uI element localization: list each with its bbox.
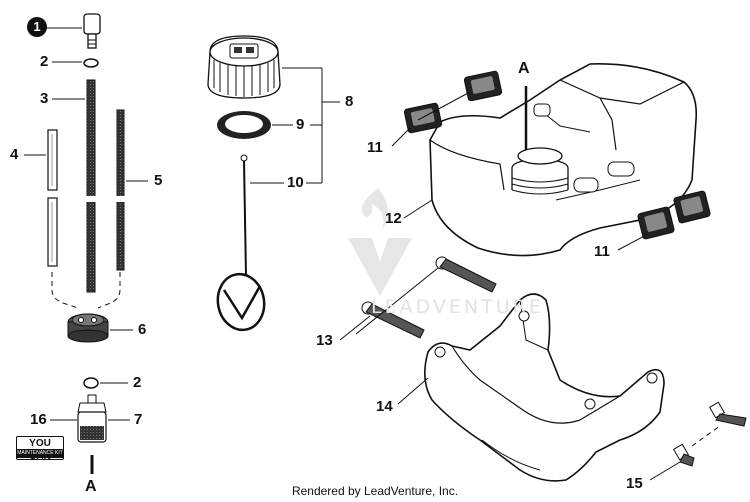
reference-a-bottom: A bbox=[85, 478, 97, 495]
callout-15: 15 bbox=[626, 475, 643, 492]
callout-13: 13 bbox=[316, 332, 333, 349]
callout-5: 5 bbox=[154, 172, 163, 189]
callout-1-badge: 1 bbox=[27, 17, 47, 37]
callout-11a: 11 bbox=[367, 139, 383, 156]
part-11-pads-top bbox=[403, 70, 503, 134]
part-8-fuel-cap bbox=[207, 35, 281, 99]
callout-11b: 11 bbox=[594, 243, 610, 260]
part-12-fuel-tank bbox=[429, 63, 698, 257]
bracket-8 bbox=[250, 67, 340, 184]
leader-lines-left bbox=[24, 27, 148, 421]
callout-6: 6 bbox=[138, 321, 147, 338]
part-7-filter bbox=[77, 394, 107, 443]
render-credit: Rendered by LeadVenture, Inc. bbox=[291, 484, 459, 498]
part-11-pads-bottom bbox=[637, 190, 711, 240]
callout-14: 14 bbox=[376, 398, 393, 415]
part-4-tube bbox=[47, 129, 58, 267]
callout-12: 12 bbox=[385, 210, 402, 227]
callout-4: 4 bbox=[10, 146, 19, 163]
maintenance-kit-badge: YOU CAN MAINTENANCE KIT bbox=[16, 436, 64, 462]
kit-badge-sub-text: MAINTENANCE KIT bbox=[17, 449, 63, 458]
callout-2b: 2 bbox=[133, 374, 142, 391]
part-2-oring-bottom bbox=[83, 377, 99, 389]
part-9-gasket bbox=[217, 111, 271, 139]
guide-dashed bbox=[51, 272, 121, 309]
part-14-bracket bbox=[424, 293, 665, 482]
part-10-strainer bbox=[216, 154, 266, 332]
reference-a-top: A bbox=[518, 60, 530, 77]
callout-9: 9 bbox=[296, 116, 305, 133]
callout-16: 16 bbox=[30, 411, 47, 428]
watermark-logo bbox=[348, 188, 412, 296]
callout-2a: 2 bbox=[40, 53, 49, 70]
callout-8: 8 bbox=[345, 93, 354, 110]
leader-lines-right bbox=[339, 91, 721, 481]
part-3-tube bbox=[86, 79, 96, 293]
part-15-bolts bbox=[672, 401, 747, 467]
part-1-fitting bbox=[83, 13, 101, 49]
callout-3: 3 bbox=[40, 90, 49, 107]
part-13-bolts bbox=[361, 256, 497, 339]
part-6-grommet bbox=[67, 313, 109, 343]
part-2-oring-top bbox=[83, 58, 99, 68]
callout-10: 10 bbox=[287, 174, 304, 191]
callout-7: 7 bbox=[134, 411, 143, 428]
part-5-tube bbox=[116, 109, 125, 271]
watermark-text: LEADVENTURE bbox=[371, 296, 544, 318]
